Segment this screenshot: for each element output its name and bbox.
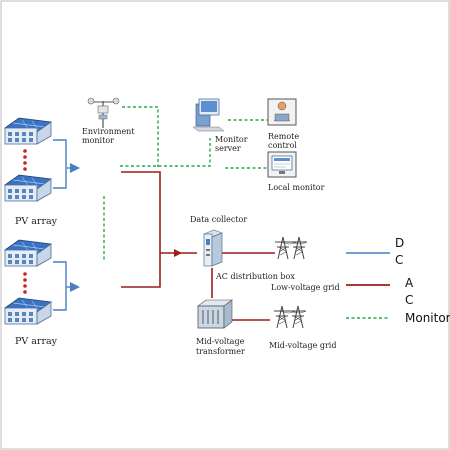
remote-control: Remote control <box>267 98 299 150</box>
remote-control-label: Remote <box>268 132 299 141</box>
local-monitor: Local monitor <box>267 151 325 192</box>
pv-array-top: PV array <box>4 117 58 227</box>
monitor-wiring <box>103 106 270 262</box>
mid-voltage-transformer-label: transformer <box>196 347 245 356</box>
legend-ac-label: C <box>405 293 413 307</box>
legend-dc-label: C <box>395 253 403 267</box>
legend-ac-label: A <box>405 276 414 290</box>
environment-monitor: Environment monitor <box>82 97 135 145</box>
operator-icon <box>274 101 290 122</box>
pv-panel-building <box>4 117 52 145</box>
ellipsis-dots <box>23 149 27 171</box>
pv-array-bottom: PV array <box>4 239 58 347</box>
ac-arrow-icon <box>174 249 182 257</box>
environment-monitor-label: monitor <box>82 136 114 145</box>
legend-dc-label: D <box>395 236 404 250</box>
ac-distribution-box-icon <box>203 229 223 267</box>
legend-monitor-label: Monitor <box>405 311 450 325</box>
low-voltage-grid: Low-voltage grid <box>271 236 340 292</box>
inverter-arrow-icon <box>70 282 80 292</box>
pylon-icon <box>273 305 291 329</box>
data-collector-label: Data collector <box>190 215 247 224</box>
computer-screen-icon <box>271 155 293 174</box>
local-monitor-label: Local monitor <box>268 183 325 192</box>
legend: D C A C Monitor <box>346 236 450 325</box>
inverter-arrow-icon <box>70 163 80 173</box>
pylon-icon <box>289 305 307 329</box>
pv-panel-building <box>4 297 52 325</box>
low-voltage-grid-label: Low-voltage grid <box>271 283 340 292</box>
ac-wiring <box>121 171 275 321</box>
pv-array-label: PV array <box>15 336 58 347</box>
monitor-server: Monitor server <box>192 98 248 153</box>
monitor-server-label: Monitor <box>215 135 248 144</box>
pv-panel-building <box>4 239 52 267</box>
pylon-icon <box>274 236 292 260</box>
monitor-server-label: server <box>215 144 241 153</box>
pylon-icon <box>290 236 308 260</box>
weather-station-icon <box>87 97 120 128</box>
mid-voltage-transformer: Mid-voltage transformer <box>196 299 245 356</box>
ellipsis-dots <box>23 272 27 294</box>
remote-control-label: control <box>268 141 297 150</box>
environment-monitor-label: Environment <box>82 127 135 136</box>
mid-voltage-grid-label: Mid-voltage grid <box>269 341 336 350</box>
ac-distribution-box-label: AC distribution box <box>215 272 295 281</box>
mid-voltage-grid: Mid-voltage grid <box>269 305 336 350</box>
pv-panel-building <box>4 174 52 202</box>
mid-voltage-transformer-label: Mid-voltage <box>196 337 245 346</box>
server-computer-icon <box>192 98 225 132</box>
transformer-icon <box>197 299 233 329</box>
pv-array-label: PV array <box>15 216 58 227</box>
